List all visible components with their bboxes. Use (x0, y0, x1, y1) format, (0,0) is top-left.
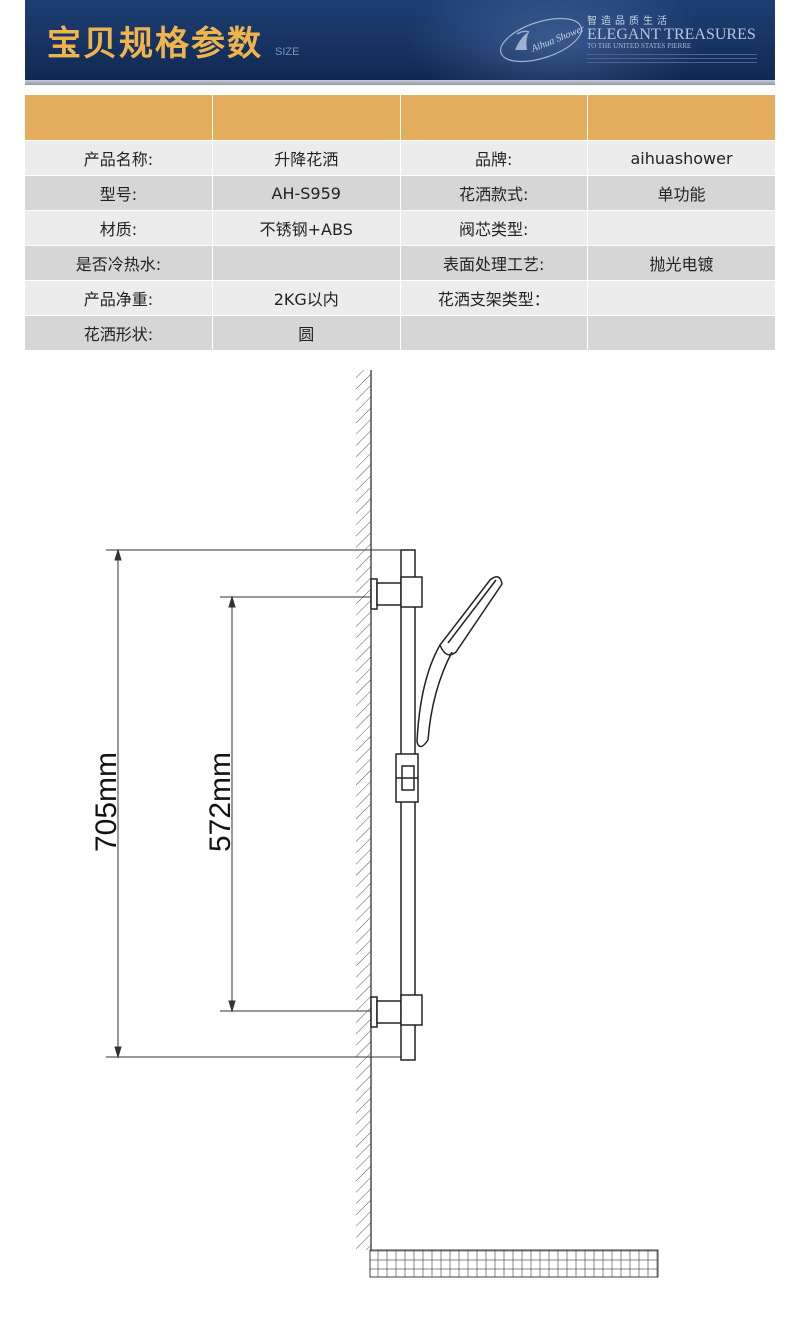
table-header-cell (212, 95, 401, 141)
table-row: 型号: AH-S959 花洒款式: 单功能 (25, 175, 775, 211)
table-row: 产品净重: 2KG以内 花洒支架类型： (25, 280, 775, 316)
spec-label: 花洒形状: (25, 315, 213, 350)
spec-value: 圆 (212, 315, 401, 350)
table-header-row (25, 95, 775, 141)
spec-label: 表面处理工艺: (400, 245, 588, 281)
banner-glow (405, 0, 705, 85)
hand-shower (416, 576, 503, 748)
table-row: 材质: 不锈钢+ABS 阀芯类型: (25, 210, 775, 246)
spec-value (587, 280, 775, 316)
banner-subtitle: SIZE (275, 46, 300, 58)
dimension-705 (106, 548, 401, 1059)
spec-label: 型号: (25, 175, 213, 211)
shower-dimension-drawing: 705mm 572mm (90, 370, 659, 1278)
brand-decor-lines (587, 54, 757, 66)
table-header-cell (587, 95, 775, 141)
table-row: 产品名称: 升降花洒 品牌: aihuashower (25, 140, 775, 176)
spec-value: 升降花洒 (212, 140, 401, 176)
table-header-cell (400, 95, 588, 141)
spec-label: 阀芯类型: (400, 210, 588, 246)
bottom-wall-bracket (370, 994, 423, 1028)
spec-value (587, 315, 775, 350)
spec-value (212, 245, 401, 281)
spec-label: 品牌: (400, 140, 588, 176)
spec-value: 单功能 (587, 175, 775, 211)
spec-label: 花洒支架类型： (400, 280, 588, 316)
spec-label (400, 315, 588, 350)
brand-slogan-cn: 智造品质生活 (587, 16, 671, 27)
spec-label: 产品净重: (25, 280, 213, 316)
brand-logo: Aihua Shower (500, 17, 586, 63)
dim-label-total: 705mm (90, 752, 123, 852)
spec-value: 2KG以内 (212, 280, 401, 316)
logo-text: Aihua Shower (529, 23, 586, 55)
spec-value: 抛光电镀 (587, 245, 775, 281)
wall (356, 370, 372, 1250)
spec-value: aihuashower (587, 140, 775, 176)
spec-value (587, 210, 775, 246)
dimension-572 (220, 595, 371, 1013)
spec-label: 产品名称: (25, 140, 213, 176)
sliding-holder (395, 753, 419, 803)
dim-label-mount: 572mm (204, 752, 237, 852)
brand-slogan-en-sub: TO THE UNITED STATES PIERRE (587, 42, 692, 50)
slide-bar (400, 549, 416, 1061)
floor (369, 1249, 659, 1278)
brand-slogan-en: ELEGANT TREASURES (587, 26, 756, 43)
spec-value: AH-S959 (212, 175, 401, 211)
spec-label: 材质: (25, 210, 213, 246)
spec-label: 花洒款式: (400, 175, 588, 211)
table-header-cell (25, 95, 213, 141)
spec-label: 是否冷热水: (25, 245, 213, 281)
spec-banner: 宝贝规格参数 SIZE Aihua Shower 智造品质生活 ELEGANT … (25, 0, 775, 85)
spec-table: 产品名称: 升降花洒 品牌: aihuashower 型号: AH-S959 花… (25, 95, 775, 350)
spec-value: 不锈钢+ABS (212, 210, 401, 246)
banner-title: 宝贝规格参数 (47, 24, 263, 64)
top-wall-bracket (370, 576, 423, 610)
table-row: 花洒形状: 圆 (25, 315, 775, 350)
table-row: 是否冷热水: 表面处理工艺: 抛光电镀 (25, 245, 775, 281)
